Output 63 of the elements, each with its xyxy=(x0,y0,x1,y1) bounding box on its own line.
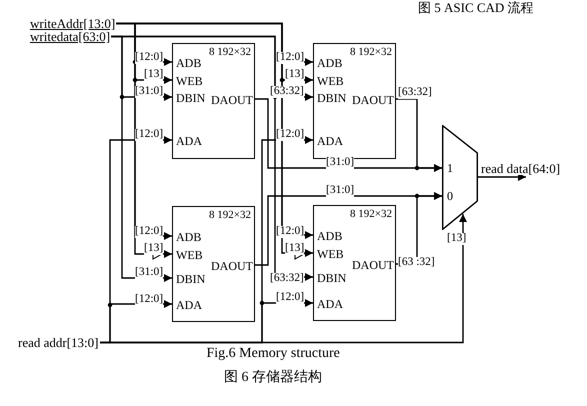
edge-label: [12:0] xyxy=(276,226,304,238)
signal-name: read addr[13:0] xyxy=(18,336,98,349)
port-label: DAOUT xyxy=(211,94,253,106)
port-label: DBIN xyxy=(176,273,206,285)
port-label: 1 xyxy=(447,162,453,174)
port-label: ADA xyxy=(176,299,202,311)
edge-label: read data[64:0] xyxy=(481,162,560,175)
edge-label: [63:32] xyxy=(270,86,304,98)
port-label: ADB xyxy=(176,57,202,69)
signal-arrow xyxy=(111,36,313,281)
port-label: ADA xyxy=(317,135,343,147)
capacity-label: 8 192×32 xyxy=(350,47,392,58)
edge-label: [13] xyxy=(144,243,164,254)
edge-label: [12:0] xyxy=(135,129,164,140)
edge-label: [12:0] xyxy=(276,292,304,304)
port-label: DAOUT xyxy=(352,259,394,271)
signal-arrow xyxy=(100,214,467,344)
edge-label: [12:0] xyxy=(135,52,164,64)
port-label: WEB xyxy=(317,75,344,87)
port-label: ADB xyxy=(317,230,342,242)
port-label: DBIN xyxy=(317,272,346,284)
port-label: WEB xyxy=(317,248,344,260)
capacity-label: 8 192×32 xyxy=(209,47,251,58)
signal-arrow xyxy=(477,173,526,181)
edge-label: [31:0] xyxy=(135,86,164,98)
capacity-label: 8 192×32 xyxy=(209,210,251,221)
edge-label: [63 :32] xyxy=(398,257,435,268)
edge-label: [31:0] xyxy=(326,185,354,196)
port-label: DAOUT xyxy=(352,94,394,106)
port-label: DAOUT xyxy=(211,260,253,272)
edge-label: [13] xyxy=(285,243,304,254)
memory-block xyxy=(313,205,396,321)
edge-label: [63:32] xyxy=(398,87,432,98)
port-label: ADA xyxy=(176,135,202,147)
figure-caption: Fig.6 Memory structure xyxy=(206,347,340,361)
signal-arrow xyxy=(396,98,442,172)
port-label: DBIN xyxy=(176,92,206,104)
edge-label: [31:0] xyxy=(135,267,164,278)
edge-label: [12:0] xyxy=(135,294,164,306)
edge-label: [12:0] xyxy=(276,129,304,140)
port-label: WEB xyxy=(176,249,203,261)
signal-name: writedata[63:0] xyxy=(30,30,110,43)
edge-label: [12:0] xyxy=(276,52,304,64)
port-label: 0 xyxy=(447,190,453,202)
port-label: WEB xyxy=(176,75,203,87)
port-label: ADB xyxy=(317,57,342,69)
port-label: ADB xyxy=(176,231,202,243)
figure-caption: 图 5 ASIC CAD 流程 xyxy=(418,1,534,14)
memory-block xyxy=(313,43,396,159)
edge-label: [13] xyxy=(144,69,164,80)
edge-label: [63:32] xyxy=(270,273,304,284)
port-label: ADA xyxy=(317,298,343,310)
edge-label: [13] xyxy=(447,233,466,244)
port-label: DBIN xyxy=(317,92,346,104)
edge-label: [12:0] xyxy=(135,226,164,238)
memory-block xyxy=(172,206,255,322)
signal-name: writeAddr[13:0] xyxy=(30,17,116,30)
memory-block xyxy=(172,43,255,159)
figure-caption: 图 6 存储器结构 xyxy=(224,371,322,385)
edge-label: [31:0] xyxy=(326,157,354,168)
multiplexer xyxy=(442,125,478,230)
edge-label: [13] xyxy=(285,69,304,80)
capacity-label: 8 192×32 xyxy=(350,209,392,220)
